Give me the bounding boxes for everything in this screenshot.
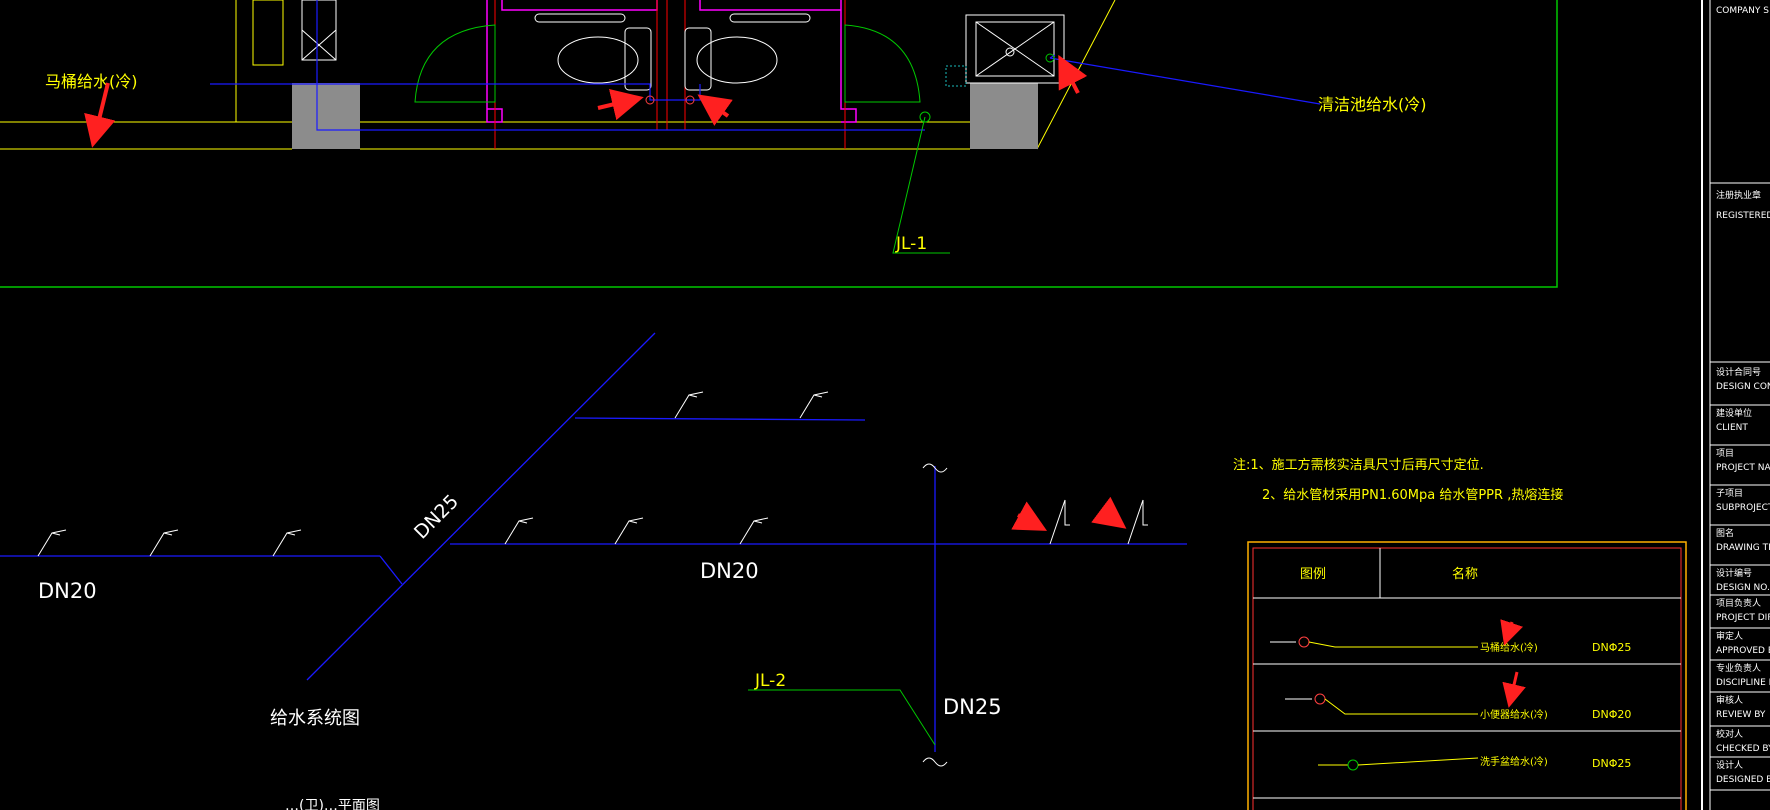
tb-row-cn: 图名	[1716, 527, 1734, 539]
tb-row-cn: 项目	[1716, 448, 1734, 459]
dn25-diagonal-label: DN25	[410, 490, 463, 543]
tb-row-en: PROJECT DIRECTO	[1716, 613, 1770, 623]
tb-row-en: SUBPROJECT NA	[1716, 503, 1770, 513]
tb-row-cn: 校对人	[1716, 728, 1743, 740]
legend-row-symbol	[1285, 693, 1478, 715]
legend-row-symbol	[1270, 636, 1478, 648]
tb-row-en: DESIGN NO.	[1716, 583, 1770, 593]
toilet-cubicles	[486, 0, 857, 123]
riser-jl1-node	[919, 111, 931, 123]
valve-symbol	[645, 95, 695, 105]
column-block	[292, 83, 360, 149]
tb-reg-en: REGISTERED	[1716, 211, 1770, 221]
legend-row-3-size: DNΦ25	[1592, 757, 1631, 770]
note-line-1: 注:1、施工方需核实洁具尺寸后再尺寸定位.	[1233, 457, 1484, 473]
mop-supply-node	[1045, 53, 1055, 63]
grab-bar	[729, 13, 811, 23]
title-block: COMPANY S 注册执业章 REGISTERED 设计合同号 DESIGN C…	[1701, 0, 1770, 810]
tb-row-en: CLIENT	[1716, 423, 1748, 433]
tb-row-cn: 审定人	[1716, 630, 1743, 642]
dn25-riser-label: DN25	[943, 695, 1002, 719]
legend-row-symbol	[1318, 757, 1479, 771]
floor-drain	[945, 65, 967, 87]
legend-row-3-name: 洗手盆给水(冷)	[1480, 755, 1548, 768]
dn20-mid-label: DN20	[700, 559, 759, 583]
tb-row-en: PROJECT NAME	[1716, 463, 1770, 473]
red-arrow-markers-system	[1011, 496, 1127, 531]
red-arrow-markers-legend	[1500, 619, 1526, 708]
toilet-supply-label: 马桶给水(冷)	[45, 72, 138, 91]
jl1-leader	[892, 116, 950, 254]
legend-table: 图例 名称 马桶给水(冷) DNΦ25 小便器给水(冷) DNΦ20 洗手盆给水…	[1247, 541, 1687, 810]
tb-row-en: CHECKED BY	[1716, 744, 1770, 754]
tb-row-cn: 设计编号	[1716, 567, 1752, 579]
jl2-leader	[748, 689, 936, 746]
tb-company: COMPANY S	[1716, 6, 1769, 16]
jl1-label: JL-1	[895, 234, 927, 254]
tb-row-en: DRAWING TITLE	[1716, 543, 1770, 553]
legend-row-1-size: DNΦ25	[1592, 641, 1631, 654]
pipe-break-symbol	[922, 463, 948, 473]
tb-row-cn: 子项目	[1716, 488, 1743, 499]
tb-row-en: DESIGNED BY	[1716, 775, 1770, 785]
legend-header-symbol: 图例	[1300, 567, 1326, 582]
plan-pipes	[210, 0, 1321, 131]
pipe-break-symbol	[922, 757, 948, 767]
tb-row-en: DESIGN CONTRAC	[1716, 382, 1770, 392]
shaft-symbol	[301, 0, 337, 61]
fixture-branches	[37, 391, 1148, 557]
note-line-2: 2、给水管材采用PN1.60Mpa 给水管PPR ,热熔连接	[1262, 487, 1563, 503]
grab-bar	[534, 13, 626, 23]
mop-sink	[965, 14, 1065, 84]
system-pipes	[0, 332, 1187, 752]
notes: 注:1、施工方需核实洁具尺寸后再尺寸定位. 2、给水管材采用PN1.60Mpa …	[1233, 457, 1563, 503]
door-swing	[844, 24, 921, 103]
jl2-label: JL-2	[754, 671, 786, 691]
system-title: 给水系统图	[270, 708, 360, 729]
tb-row-cn: 专业负责人	[1716, 662, 1761, 674]
tb-row-cn: 审核人	[1716, 694, 1743, 706]
dn20-left-label: DN20	[38, 579, 97, 603]
system-diagram: JL-2 DN20 DN20 DN25 DN25 给水系统图 …(卫)…平面图	[0, 332, 1187, 810]
tb-row-en: APPROVED BY	[1716, 646, 1770, 656]
door-swing	[414, 24, 496, 103]
tb-rows: 设计合同号 DESIGN CONTRAC 建设单位 CLIENT 项目 PROJECT N…	[1710, 366, 1770, 791]
tb-row-cn: 设计合同号	[1716, 366, 1761, 378]
legend-row-2-size: DNΦ20	[1592, 708, 1631, 721]
tb-row-en: DISCIPLINE RESPONS	[1716, 678, 1770, 688]
legend-row-1-name: 马桶给水(冷)	[1480, 641, 1538, 654]
plan-frame	[0, 0, 1558, 288]
legend-row-2-name: 小便器给水(冷)	[1480, 708, 1548, 721]
column-block	[970, 83, 1038, 149]
red-arrow-markers	[84, 54, 1088, 148]
tb-row-en: REVIEW BY	[1716, 710, 1766, 720]
floor-plan: JL-1 马桶给水(冷) 清洁池给水(冷)	[0, 0, 1558, 288]
legend-header-name: 名称	[1452, 566, 1478, 582]
tb-row-cn: 设计人	[1716, 759, 1743, 771]
tb-row-cn: 建设单位	[1716, 407, 1752, 419]
mop-sink-supply-label: 清洁池给水(冷)	[1318, 95, 1427, 114]
bottom-caption: …(卫)…平面图	[285, 798, 380, 810]
tb-row-cn: 项目负责人	[1716, 597, 1761, 609]
tb-reg-cn: 注册执业章	[1716, 189, 1761, 201]
